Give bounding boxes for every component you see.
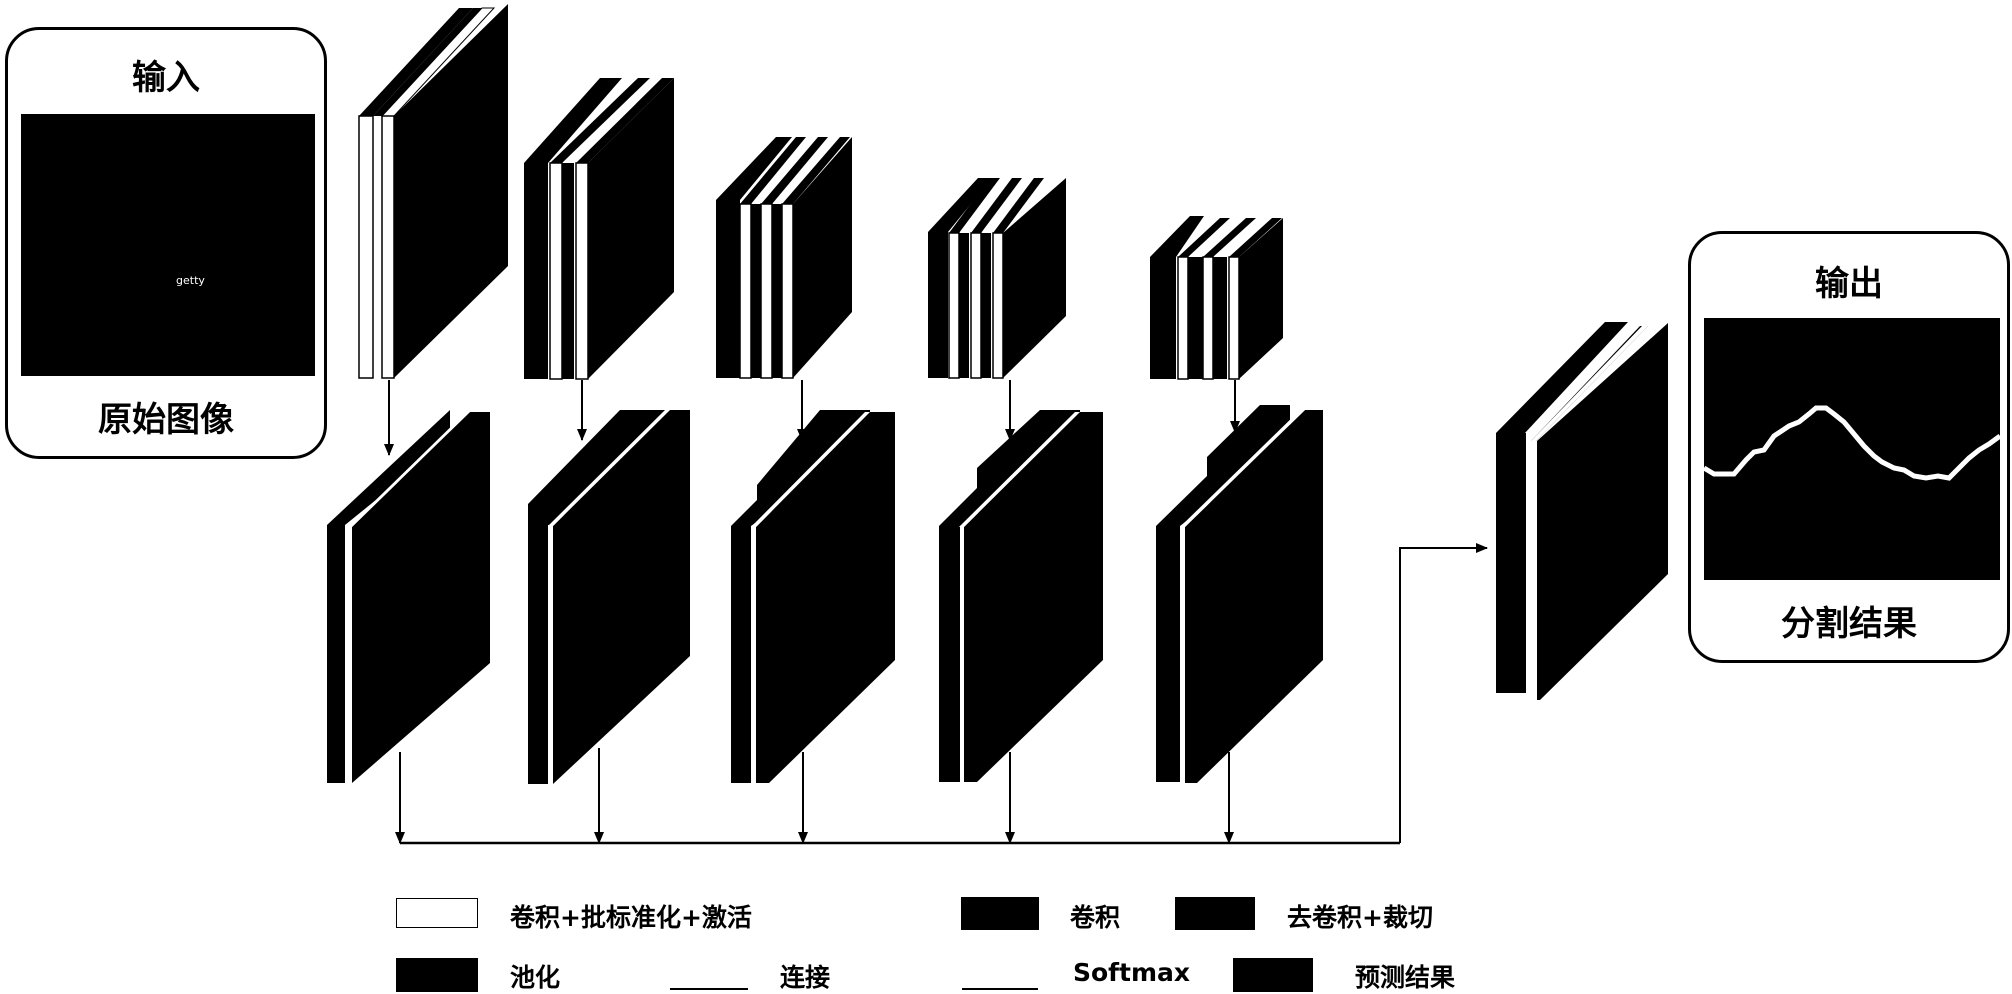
fusion-route	[1399, 543, 1488, 843]
stage-3-encoder-block	[716, 137, 852, 379]
stage-5-decoder-block	[1156, 405, 1323, 783]
legend-label-deconv-crop: 去卷积+裁切	[1287, 903, 1433, 932]
legend-swatch-conv-bn-relu	[396, 898, 478, 928]
stage-4-encoder-block	[928, 178, 1066, 379]
legend-swatch-pooling	[396, 958, 478, 992]
output-label: 分割结果	[1781, 604, 1917, 644]
stage-3-decoder-block	[731, 410, 895, 783]
legend-label-conv: 卷积	[1070, 903, 1121, 932]
segmentation-curve	[1702, 405, 2002, 481]
output-segmentation-image	[1702, 318, 2002, 580]
stage-4-decoder-block	[939, 410, 1103, 782]
input-label: 原始图像	[98, 400, 234, 440]
legend-label-prediction: 预测结果	[1355, 963, 1456, 992]
output-title: 输出	[1815, 264, 1883, 304]
input-panel: 输入 getty 原始图像	[5, 27, 327, 459]
input-image-watermark: getty	[176, 274, 205, 287]
input-image: getty	[21, 114, 315, 376]
stage-5-encoder-block	[1150, 216, 1283, 380]
input-title: 输入	[132, 58, 200, 98]
stage-1-decoder-block	[327, 410, 490, 783]
stage-2-encoder-block	[524, 78, 674, 380]
legend-label-concat: 连接	[780, 963, 831, 992]
legend-label-conv-bn-relu: 卷积+批标准化+激活	[510, 903, 752, 932]
legend-label-pooling: 池化	[510, 963, 561, 992]
stage-2-decoder-block	[528, 410, 690, 784]
legend-swatch-prediction	[1233, 958, 1313, 992]
fusion-prediction-block	[1496, 322, 1668, 700]
legend-swatch-concat	[670, 960, 748, 990]
legend-swatch-softmax	[962, 960, 1038, 990]
output-panel: 输出 分割结果	[1688, 231, 2010, 663]
legend-swatch-deconv-crop	[1175, 897, 1255, 930]
legend-swatch-conv	[961, 897, 1039, 930]
legend-label-softmax: Softmax	[1073, 958, 1191, 987]
stage-1-encoder-block	[358, 4, 508, 379]
